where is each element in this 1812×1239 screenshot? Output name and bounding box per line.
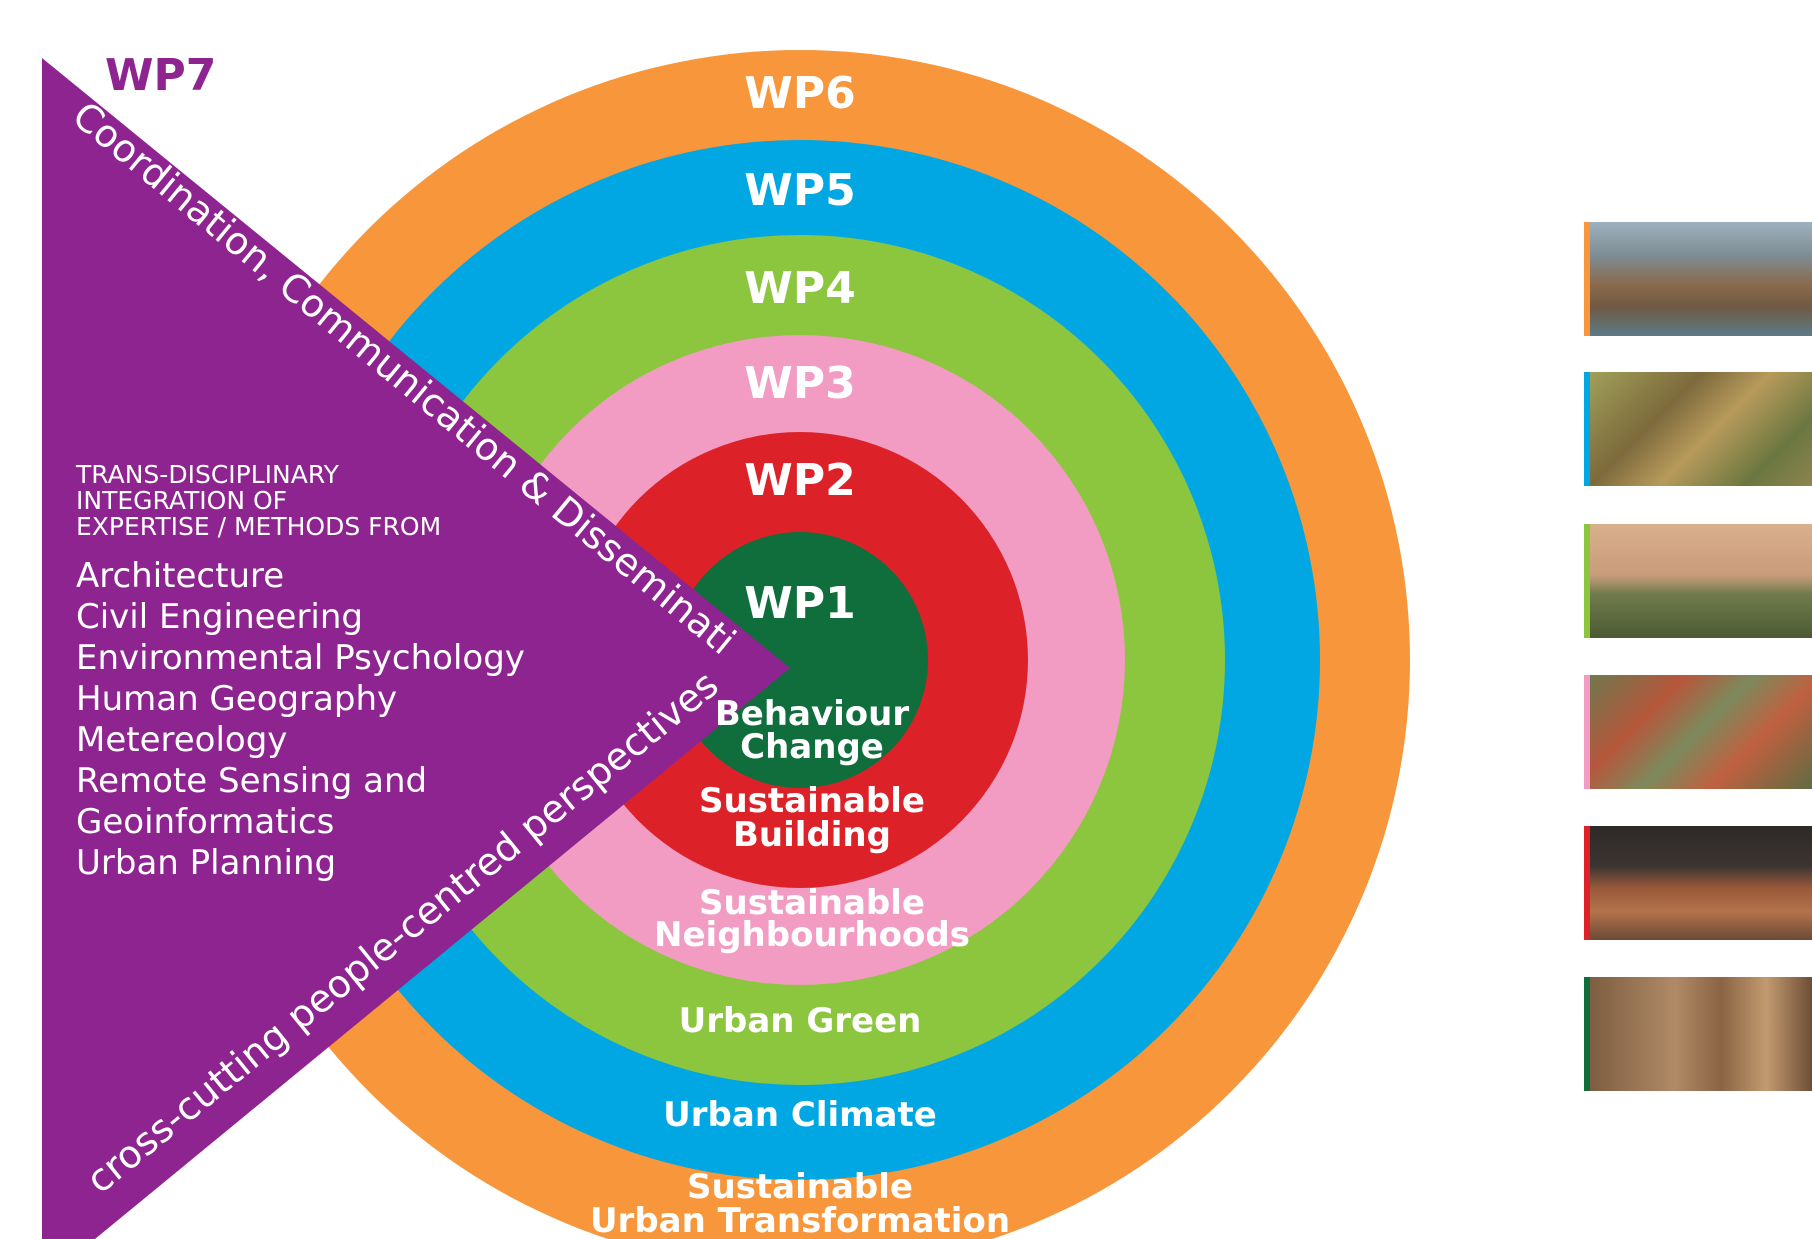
city-aerial-photo <box>1584 222 1812 336</box>
wp2-theme-line2: Building <box>733 815 891 855</box>
wp2-theme-line1: Sustainable <box>699 781 925 821</box>
wp7-triangle <box>42 58 790 1239</box>
wp7-label: WP7 <box>105 50 216 101</box>
wp2-label: WP2 <box>744 455 855 506</box>
wp6-label: WP6 <box>744 68 855 119</box>
thumbnail-color-bar <box>1584 675 1590 789</box>
discipline-item: Remote Sensing and <box>76 761 427 801</box>
discipline-item: Environmental Psychology <box>76 638 525 678</box>
wp3-label: WP3 <box>744 358 855 409</box>
expertise-heading-line3: EXPERTISE / METHODS FROM <box>76 512 441 541</box>
urban-park-photo <box>1584 524 1812 638</box>
expertise-heading-line1: TRANS-DISCIPLINARY <box>75 460 340 489</box>
neighbourhood-roofs-photo <box>1584 675 1812 789</box>
wp5-label: WP5 <box>744 165 855 216</box>
household-interior-photo <box>1584 977 1812 1091</box>
thumbnail-color-bar <box>1584 222 1590 336</box>
wp1-label: WP1 <box>744 578 855 629</box>
expertise-heading-line2: INTEGRATION OF <box>76 486 287 515</box>
wp6-theme-line1: Sustainable <box>687 1167 913 1207</box>
discipline-item: Architecture <box>76 556 284 596</box>
discipline-item: Metereology <box>76 720 287 760</box>
wp3-theme-line2: Neighbourhoods <box>654 915 970 955</box>
building-facade-photo <box>1584 826 1812 940</box>
discipline-item: Human Geography <box>76 679 397 719</box>
satellite-map-photo <box>1584 372 1812 486</box>
wp6-theme-line2: Urban Transformation <box>590 1201 1010 1239</box>
wp1-core <box>672 532 928 788</box>
wp4-theme: Urban Green <box>679 1001 922 1041</box>
thumbnail-color-bar <box>1584 826 1590 940</box>
wp4-label: WP4 <box>744 263 855 314</box>
thumbnail-color-bar <box>1584 524 1590 638</box>
thumbnail-color-bar <box>1584 372 1590 486</box>
discipline-item: Civil Engineering <box>76 597 363 637</box>
wp1-theme-line1: Behaviour <box>715 694 910 734</box>
discipline-item: Urban Planning <box>76 843 336 883</box>
wp3-theme-line1: Sustainable <box>699 883 925 923</box>
wp1-theme-line2: Change <box>740 727 884 767</box>
thumbnail-color-bar <box>1584 977 1590 1091</box>
wp5-theme: Urban Climate <box>663 1095 937 1135</box>
discipline-item: Geoinformatics <box>76 802 334 842</box>
